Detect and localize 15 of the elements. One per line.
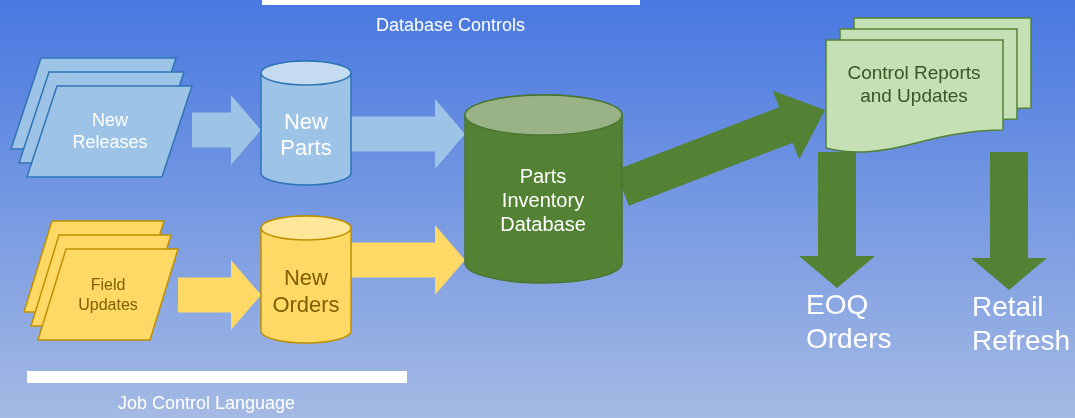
block-arrow — [192, 95, 261, 165]
block-arrow — [351, 99, 465, 169]
section-label: Job Control Language — [118, 393, 296, 414]
output-label: EOQ Orders — [806, 288, 906, 363]
block-arrow — [971, 152, 1047, 290]
node-label: New Orders — [271, 265, 341, 318]
node-label: New Parts — [279, 108, 333, 162]
node-label: Control Reports and Updates — [846, 62, 982, 108]
node-label: Field Updates — [77, 275, 139, 314]
node-label: New Releases — [71, 109, 149, 154]
block-arrow — [351, 225, 465, 295]
output-label: Retail Refresh — [972, 290, 1075, 365]
node-label: Parts Inventory Database — [499, 164, 587, 236]
block-arrow — [178, 260, 261, 330]
section-label: Database Controls — [376, 15, 526, 36]
